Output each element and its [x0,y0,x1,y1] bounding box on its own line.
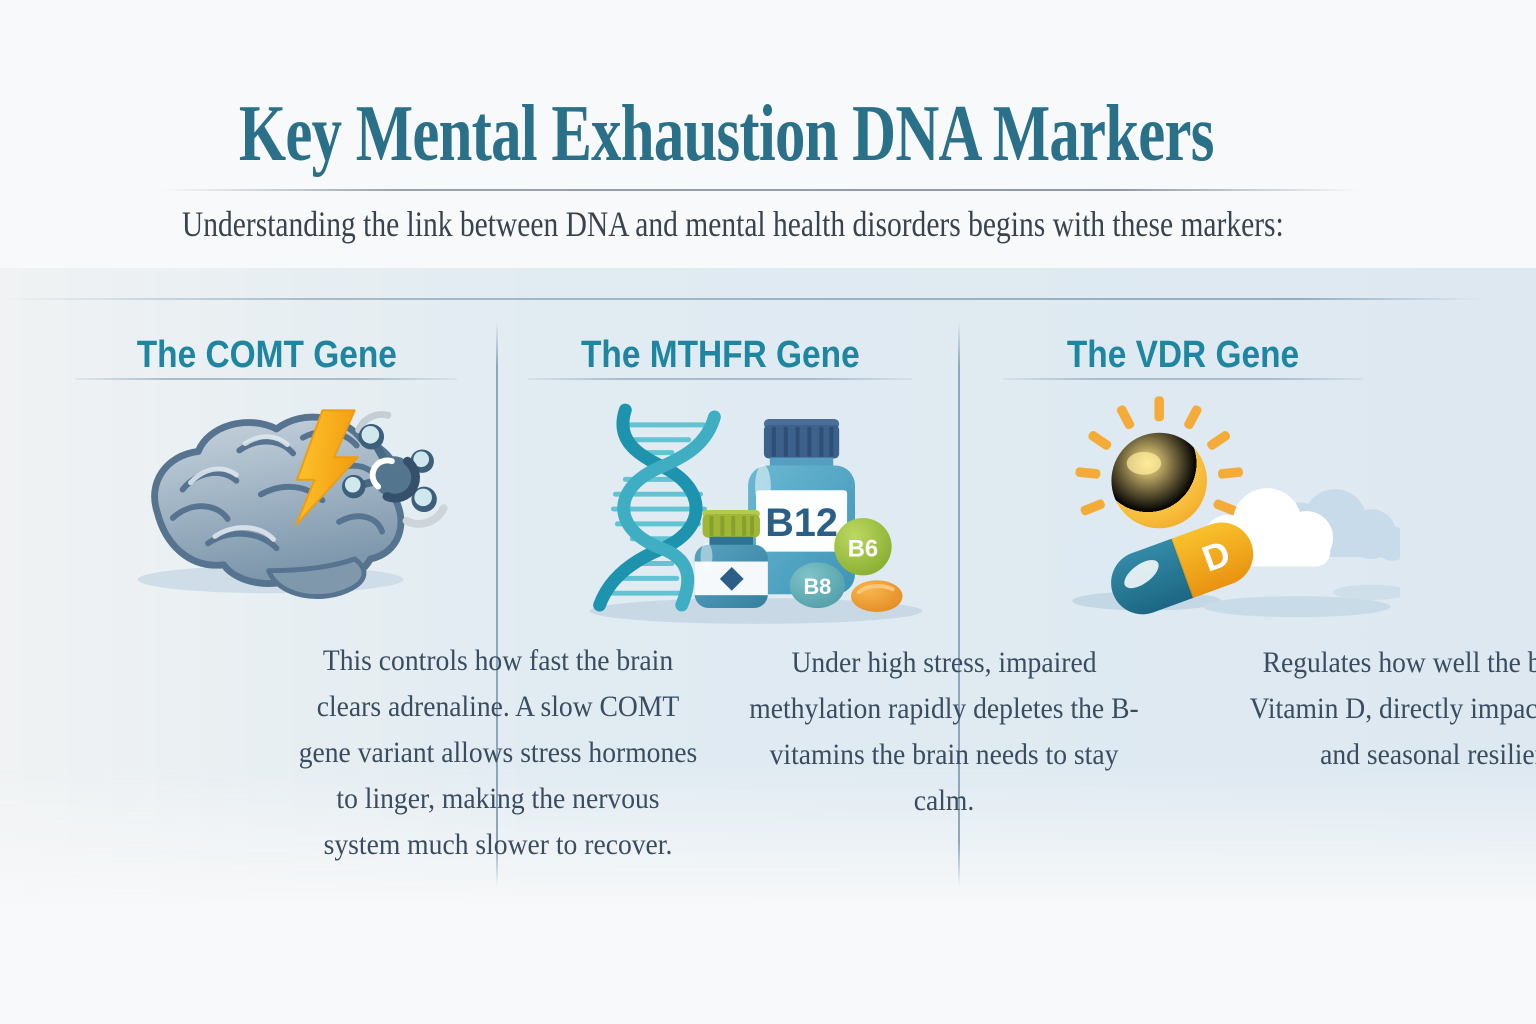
vdr-gene-heading-text: The VDR Gene [1066,334,1300,376]
comt-gene-heading-text: The COMT Gene [136,334,398,376]
lightning-bolt-icon [295,409,359,526]
page-title: Key Mental Exhaustion DNA Markers [0,88,1452,180]
small-supplement-bottle [694,510,768,609]
dna-helix-icon [593,403,721,612]
vitamin-b6-pill: B6 [834,517,892,576]
brain-gyri-highlights [188,434,290,542]
title-divider [160,189,1360,191]
comt-heading-underline [75,378,457,380]
page-subtitle-text: Understanding the link between DNA and m… [182,204,1284,244]
vitamin-d-capsule: D [1111,522,1254,615]
comt-gene-description-text: This controls how fast the brain clears … [298,644,698,861]
bottles-shadow [589,598,923,624]
vdr-gene-description-text: Regulates how well the body uses Vitamin… [1249,646,1536,771]
vdr-gene-heading: The VDR Gene [1003,333,1363,377]
mthfr-gene-description-text: Under high stress, impaired methylation … [749,646,1139,817]
b6-label: B6 [848,536,878,563]
sun-icon [1075,396,1243,529]
b12-label: B12 [765,501,838,545]
molecule-center-atom [373,456,415,498]
brain-stem [266,556,367,600]
dna-helix-vitamin-bottles-illustration: B12 B6 B8 [589,403,923,624]
vitamin-b8-pill: B8 [789,562,846,609]
band-top-divider [0,298,1480,300]
mthfr-gene-heading: The MTHFR Gene [528,333,912,377]
page-title-text: Key Mental Exhaustion DNA Markers [238,90,1214,178]
mthfr-gene-heading-text: The MTHFR Gene [580,334,860,376]
comt-gene-heading: The COMT Gene [75,333,459,377]
b8-label: B8 [803,574,831,599]
column-divider-2 [958,322,960,886]
sun-cloud-vitamin-d-capsule-illustration: D [1063,396,1400,618]
column-divider-1 [496,322,498,886]
page-subtitle: Understanding the link between DNA and m… [0,202,1466,246]
molecule-icon [342,411,448,528]
mthfr-heading-underline [528,378,912,380]
brain-lightning-molecule-illustration [137,409,448,600]
vitamin-b12-bottle: B12 [748,418,855,595]
orange-pill [851,580,903,613]
vdr-heading-underline [1003,378,1363,380]
